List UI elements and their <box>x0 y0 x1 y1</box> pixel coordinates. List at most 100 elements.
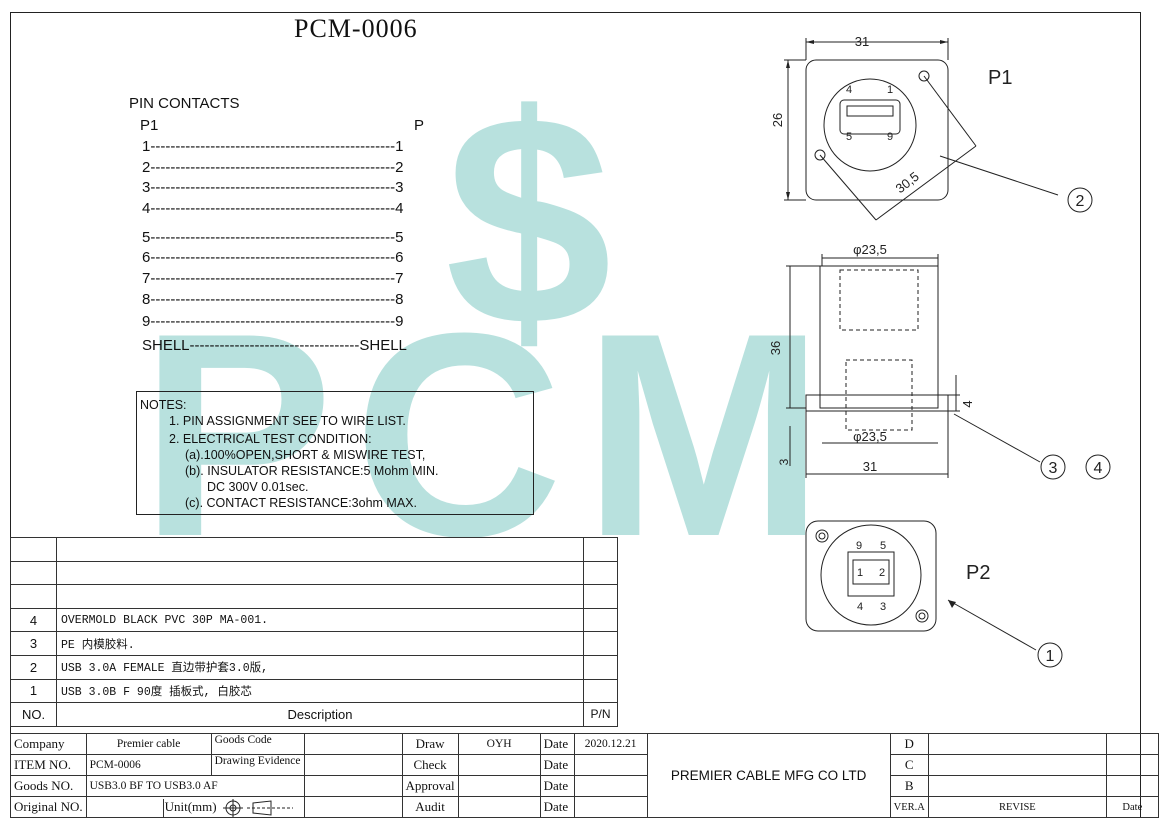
dim-text: 4 <box>960 400 975 407</box>
pin-left-label: P1 <box>140 117 159 134</box>
p2-usb-b-socket <box>847 551 895 597</box>
bom-header-no: NO. <box>10 702 57 727</box>
bom-header-pn: P/N <box>583 702 618 727</box>
company-label: Company <box>10 733 87 755</box>
notes-heading: NOTES: <box>140 398 187 412</box>
pin-row: 6---------------------------------------… <box>142 249 404 266</box>
item-no-value: PCM-0006 <box>85 754 212 776</box>
p1-body-circle <box>823 78 917 172</box>
bom-row <box>10 584 618 609</box>
callout-circle <box>1037 642 1063 668</box>
callout-number: 3 <box>1049 460 1058 477</box>
callout-number: 2 <box>1076 193 1085 210</box>
callout-number: 4 <box>1094 460 1103 477</box>
note-line: DC 300V 0.01sec. <box>207 480 309 494</box>
goods-no-value: USB3.0 BF TO USB3.0 AF <box>85 775 305 797</box>
pin-row: 7---------------------------------------… <box>142 270 404 287</box>
leader-line <box>953 413 1041 463</box>
drawing-frame <box>10 12 1141 818</box>
side-body-outline <box>819 265 939 409</box>
draw-date: 2020.12.21 <box>573 733 648 755</box>
notes-box: NOTES: 1. PIN ASSIGNMENT SEE TO WIRE LIS… <box>136 391 534 515</box>
dim-text: 3 <box>777 458 791 465</box>
pin-row: 2---------------------------------------… <box>142 159 404 176</box>
dim-text: φ23,5 <box>853 429 887 444</box>
note-line: 1. PIN ASSIGNMENT SEE TO WIRE LIST. <box>169 414 406 428</box>
dim-text: 30,5 <box>893 169 922 196</box>
drawing-title: PCM-0006 <box>294 14 418 43</box>
revise-label: REVISE <box>927 796 1107 818</box>
leader-line <box>939 155 1059 196</box>
pin-num: 5 <box>880 540 886 552</box>
p2-body-circle <box>820 524 922 626</box>
p1-usb-tongue <box>846 105 894 117</box>
dim-text: 31 <box>855 34 869 49</box>
bom-row <box>10 537 618 562</box>
p1-mount-hole <box>814 149 826 161</box>
check-label: Check <box>401 754 459 776</box>
p2-label: P2 <box>966 562 990 584</box>
note-line: (b). INSULATOR RESISTANCE:5 Mohm MIN. <box>185 464 439 478</box>
projection-symbol-icon <box>222 799 293 817</box>
p1-mount-hole <box>918 70 930 82</box>
note-line: (c). CONTACT RESISTANCE:3ohm MAX. <box>185 496 417 510</box>
pin-num: 9 <box>887 131 893 143</box>
pin-right-label: P <box>414 117 425 134</box>
pin-num: 2 <box>879 567 885 579</box>
company-value: Premier cable <box>85 733 212 755</box>
draw-value: OYH <box>457 733 541 755</box>
pin-num: 4 <box>846 84 852 96</box>
pin-num: 1 <box>857 567 863 579</box>
pin-row: 4---------------------------------------… <box>142 200 404 217</box>
callout-circle <box>1040 454 1066 480</box>
date-label: Date <box>539 796 575 818</box>
pin-num: 4 <box>857 601 863 613</box>
title-block: Company Premier cable Goods Code Draw OY… <box>10 733 1159 818</box>
rev-letter: C <box>889 754 929 776</box>
date-label: Date <box>539 775 575 797</box>
bom-header-row: NO. Description P/N <box>10 702 618 727</box>
rev-letter: D <box>889 733 929 755</box>
p2-flange-outline <box>805 520 937 632</box>
pin-num: 1 <box>887 84 893 96</box>
dim-text: 26 <box>770 113 785 127</box>
pin-row-shell: SHELL----------------------------------S… <box>142 337 407 354</box>
date-label: Date <box>539 733 575 755</box>
rev-date-label: Date <box>1105 796 1159 818</box>
approval-label: Approval <box>401 775 459 797</box>
original-no-label: Original NO. <box>10 796 87 818</box>
dim-text: 31 <box>863 459 877 474</box>
dim-text: 36 <box>768 341 783 355</box>
note-line: (a).100%OPEN,SHORT & MISWIRE TEST, <box>185 448 426 462</box>
leader-line <box>947 599 1037 651</box>
note-line: 2. ELECTRICAL TEST CONDITION: <box>169 432 372 446</box>
watermark-dollar: $ <box>445 52 612 388</box>
pin-row: 5---------------------------------------… <box>142 229 404 246</box>
goods-no-label: Goods NO. <box>10 775 87 797</box>
pin-num: 5 <box>846 131 852 143</box>
bom-header-desc: Description <box>56 702 584 727</box>
pin-row: 3---------------------------------------… <box>142 179 404 196</box>
pin-row: 8---------------------------------------… <box>142 291 404 308</box>
pin-num: 9 <box>856 540 862 552</box>
unit-label: Unit(mm) <box>164 799 217 814</box>
dim-text: φ23,5 <box>853 242 887 257</box>
date-label: Date <box>539 754 575 776</box>
ver-label: VER.A <box>889 796 929 818</box>
bom-row <box>10 560 618 586</box>
callout-number: 1 <box>1046 648 1055 665</box>
rev-letter: B <box>889 775 929 797</box>
unit-cell: Unit(mm) <box>85 796 305 818</box>
watermark-text: PCM <box>140 273 845 597</box>
pin-row: 1---------------------------------------… <box>142 138 404 155</box>
connector-views: 31 26 30,5 P1 4 1 5 9 2 φ23,5 36 4 φ23,5… <box>768 34 1111 668</box>
pin-row: 9---------------------------------------… <box>142 313 404 330</box>
goods-code-label: Goods Code <box>210 733 305 755</box>
item-no-label: ITEM NO. <box>10 754 87 776</box>
p1-flange-outline <box>805 59 949 201</box>
